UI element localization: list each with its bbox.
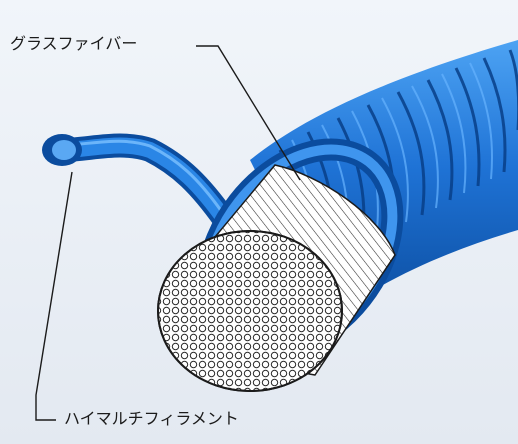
leader-line-filament	[36, 172, 72, 420]
glass-fiber-label: グラスファイバー	[10, 36, 137, 52]
filament-strand	[42, 134, 225, 220]
hymal-filament-label: ハイマルチフィラメント	[64, 411, 239, 427]
